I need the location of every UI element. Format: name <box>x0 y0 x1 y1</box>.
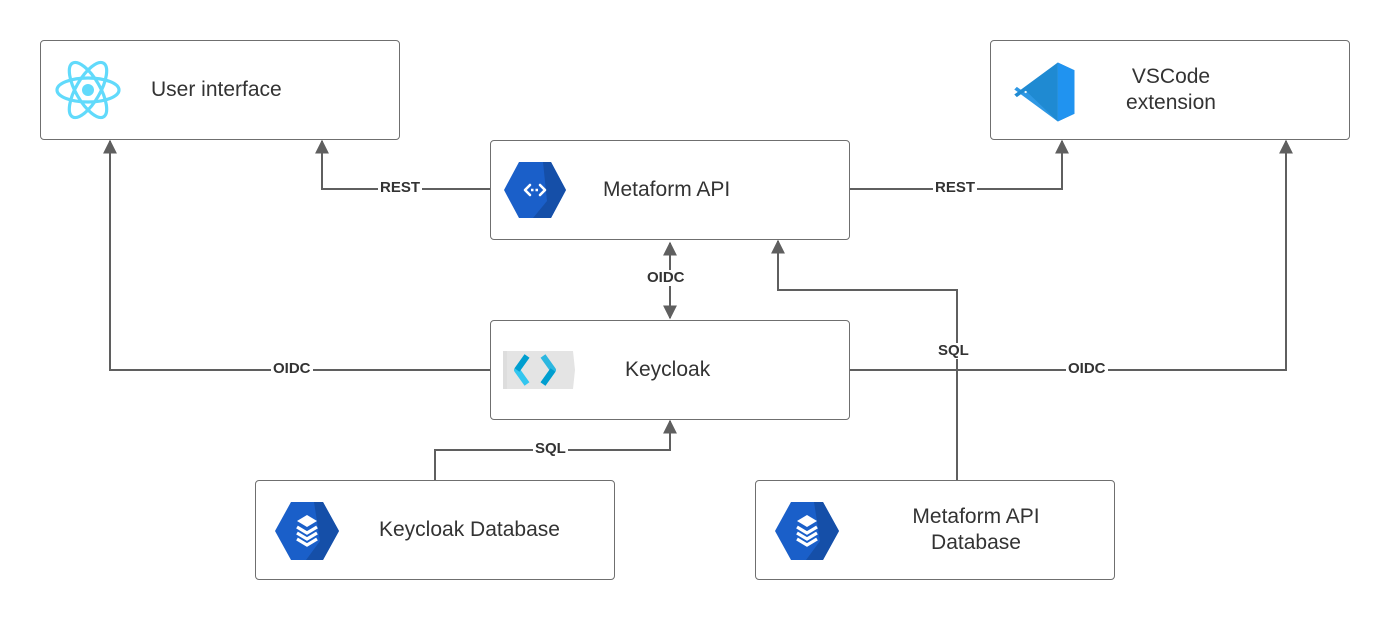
edge-label-oidc-vscode: OIDC <box>1066 360 1108 377</box>
edge-api-to-ui <box>315 139 490 190</box>
node-user-interface[interactable]: User interface <box>40 40 400 140</box>
node-title: Keycloak <box>625 358 711 381</box>
vscode-icon <box>1014 62 1075 122</box>
edge-label-oidc-ui: OIDC <box>271 360 313 377</box>
edge-label-rest-ui: REST <box>378 179 423 196</box>
node-title: User interface <box>151 78 282 101</box>
node-keycloak[interactable]: Keycloak <box>490 320 850 420</box>
react-icon <box>55 60 121 120</box>
database-icon <box>275 502 339 560</box>
node-title: Keycloak Database <box>379 518 560 541</box>
node-title-line-1: Metaform API <box>912 505 1040 528</box>
edge-apidb-to-api <box>771 239 958 480</box>
node-keycloak-database[interactable]: Keycloak Database <box>255 480 615 580</box>
keycloak-icon <box>503 351 575 389</box>
edge-label-rest-vscode: REST <box>933 179 978 196</box>
node-metaform-api-database[interactable]: Metaform API Database <box>755 480 1115 580</box>
edge-label-oidc-api: OIDC <box>645 269 687 286</box>
database-icon <box>775 502 839 560</box>
edge-keycloak-to-ui <box>103 139 490 371</box>
node-title-line-2: extension <box>1126 91 1216 114</box>
edge-label-sql-apidb: SQL <box>936 342 971 359</box>
node-title-line-2: Database <box>931 531 1021 554</box>
edge-api-to-vscode <box>850 139 1069 190</box>
node-vscode-extension[interactable]: VSCode extension <box>990 40 1350 140</box>
node-metaform-api[interactable]: Metaform API <box>490 140 850 240</box>
node-title-line-1: VSCode <box>1131 65 1211 88</box>
edge-keycloak-to-vscode <box>850 139 1293 371</box>
node-title: Metaform API <box>603 178 731 201</box>
edge-label-sql-kcdb: SQL <box>533 440 568 457</box>
api-gateway-icon <box>504 162 566 218</box>
